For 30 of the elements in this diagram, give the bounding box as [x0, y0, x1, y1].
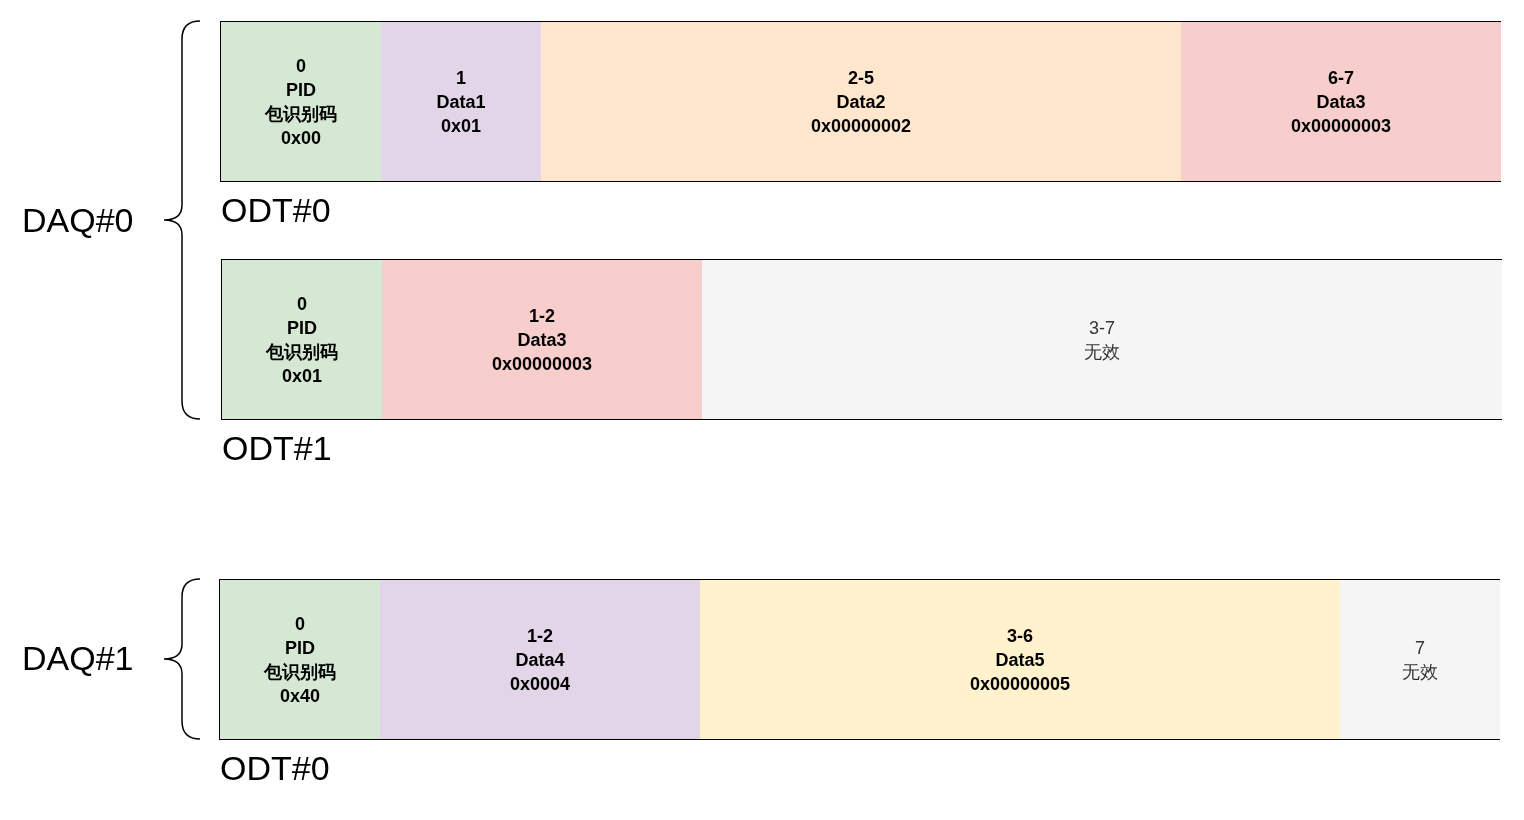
- field-label: 0 PID 包识别码 0x00: [265, 54, 337, 150]
- byte-field-cell: [382, 260, 702, 419]
- field-label: 3-7 无效: [1084, 316, 1120, 364]
- byte-field-cell: [380, 580, 700, 739]
- field-label: 6-7 Data3 0x00000003: [1290, 66, 1392, 138]
- byte-field-cell: [221, 22, 381, 181]
- byte-field-cell: [381, 22, 541, 181]
- byte-field-cell: [222, 260, 382, 419]
- odt-label: ODT#0: [221, 190, 331, 230]
- frame-box: [220, 21, 1501, 182]
- field-label: 1-2 Data4 0x0004: [509, 624, 571, 696]
- odt-label: ODT#1: [222, 428, 332, 468]
- field-label: 1-2 Data3 0x00000003: [491, 304, 593, 376]
- byte-field-cell: [702, 260, 1502, 419]
- odt-label: ODT#0: [220, 748, 330, 788]
- byte-field-cell: [220, 580, 380, 739]
- byte-field-cell: [1340, 580, 1500, 739]
- field-label: 0 PID 包识别码 0x40: [264, 612, 336, 708]
- field-label: 3-6 Data5 0x00000005: [969, 624, 1071, 696]
- frame-box: [221, 259, 1502, 420]
- daq-label: DAQ#0: [22, 200, 134, 240]
- field-label: 1 Data1 0x01: [436, 66, 486, 138]
- field-label: 0 PID 包识别码 0x01: [266, 292, 338, 388]
- byte-field-cell: [541, 22, 1181, 181]
- daq-label: DAQ#1: [22, 638, 134, 678]
- byte-field-cell: [700, 580, 1340, 739]
- field-label: 7 无效: [1402, 636, 1438, 684]
- frame-box: [219, 579, 1500, 740]
- byte-field-cell: [1181, 22, 1501, 181]
- field-label: 2-5 Data2 0x00000002: [810, 66, 912, 138]
